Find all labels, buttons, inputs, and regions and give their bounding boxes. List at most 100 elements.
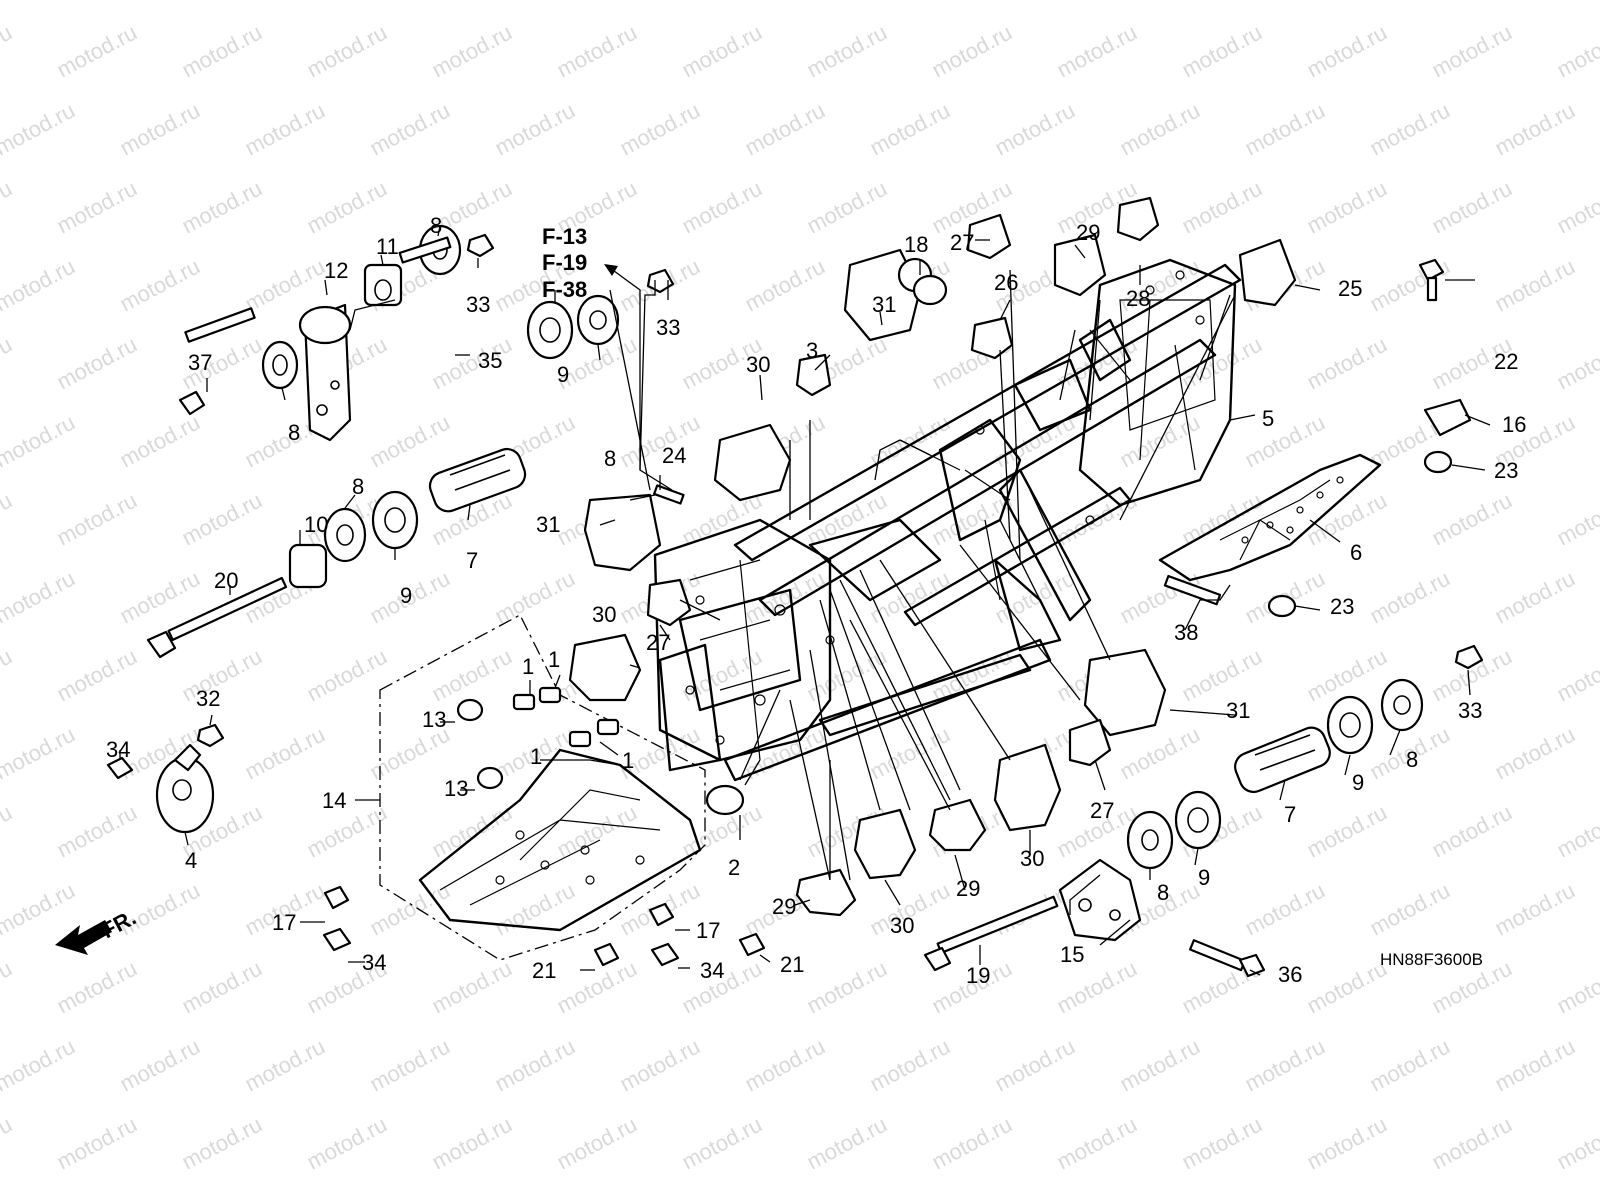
nut-33-top [466,233,495,258]
callout-c33c: 33 [1458,698,1482,723]
callout-c36: 36 [1278,962,1302,987]
callout-c8d: 8 [430,213,442,238]
callout-c34b: 34 [362,950,386,975]
watermark-text: motod.ru [428,1112,516,1175]
watermark-text: motod.ru [866,1034,954,1097]
reference-list: F-13 F-19 F-38 [542,224,587,302]
callout-c28: 28 [1126,286,1150,311]
callout-c33a: 33 [466,292,490,317]
watermark-text: motod.ru [0,176,16,239]
watermark-text: motod.ru [0,254,79,317]
watermark-text: motod.ru [991,98,1079,161]
callout-c3: 3 [806,338,818,363]
callout-c37: 37 [188,350,212,375]
watermark-text: motod.ru [553,956,641,1019]
watermark-text: motod.ru [1303,332,1391,395]
callout-c9c: 9 [1352,770,1364,795]
bracket-15 [1058,858,1142,942]
watermark-text: motod.ru [991,566,1079,629]
watermark-text: motod.ru [241,0,329,4]
watermark-text: motod.ru [428,956,516,1019]
watermark-text: motod.ru [0,800,16,863]
callout-c1d: 1 [622,748,634,773]
watermark-text: motod.ru [803,644,891,707]
watermark-text: motod.ru [1241,0,1329,4]
watermark-text: motod.ru [53,332,141,395]
watermark-text: motod.ru [1366,254,1454,317]
watermark-text: motod.ru [0,956,16,1019]
watermark-text: motod.ru [1178,644,1266,707]
watermark-text: motod.ru [866,722,954,785]
watermark-text: motod.ru [1366,98,1454,161]
watermark-text: motod.ru [0,410,79,473]
callout-c34c: 34 [700,958,724,983]
watermark-text: motod.ru [0,1112,16,1175]
watermark-text: motod.ru [1553,1112,1600,1175]
watermark-text: motod.ru [741,722,829,785]
watermark-text: motod.ru [53,488,141,551]
watermark-text: motod.ru [1178,1112,1266,1175]
collar-7-right [1234,726,1331,794]
watermark-text: motod.ru [1553,20,1600,83]
collar-7-left [428,447,527,513]
watermark-text: motod.ru [491,566,579,629]
watermark-text: motod.ru [178,1112,266,1175]
watermark-text: motod.ru [303,800,391,863]
cap-13-a [456,698,484,722]
watermark-text: motod.ru [0,878,79,941]
grommet-18 [912,274,948,306]
watermark-text: motod.ru [1303,176,1391,239]
callout-c9a: 9 [557,362,569,387]
collar-10 [288,543,328,589]
watermark-text: motod.ru [53,1112,141,1175]
watermark-text: motod.ru [241,254,329,317]
callout-c8c: 8 [352,474,364,499]
bolt-20 [146,576,288,659]
watermark-text: motod.ru [616,0,704,4]
ref-f38: F-38 [542,277,587,302]
cap-13-b [476,766,504,790]
watermark-text: motod.ru [178,488,266,551]
watermark-text: motod.ru [0,488,16,551]
mount-rubber-9-a [526,300,574,360]
callout-c14: 14 [322,788,346,813]
watermark-text: motod.ru [741,566,829,629]
bolt-36 [1188,939,1266,978]
callout-c30b: 30 [592,602,616,627]
watermark-text: motod.ru [53,956,141,1019]
watermark-text: motod.ru [1491,0,1579,4]
watermark-text: motod.ru [1553,644,1600,707]
watermark-text: motod.ru [1116,98,1204,161]
callout-c34a: 34 [106,737,130,762]
watermark-text: motod.ru [866,98,954,161]
watermark-text: motod.ru [1178,488,1266,551]
watermark-text: motod.ru [303,644,391,707]
callout-c12: 12 [324,258,348,283]
watermark-text: motod.ru [491,878,579,941]
callout-c10: 10 [304,512,328,537]
watermark-text: motod.ru [1116,0,1204,4]
watermark-text: motod.ru [1553,176,1600,239]
callout-c18: 18 [904,232,928,257]
callout-c13b: 13 [444,776,468,801]
callout-c8b: 8 [604,446,616,471]
watermark-text: motod.ru [0,566,79,629]
watermark-text: motod.ru [1116,1034,1204,1097]
skid-plate [418,748,702,932]
watermark-text: motod.ru [553,1112,641,1175]
watermark-text: motod.ru [803,20,891,83]
watermark-text: motod.ru [1366,878,1454,941]
mount-rubber-8-c [323,507,367,563]
watermark-text: motod.ru [1178,332,1266,395]
callout-c21a: 21 [532,958,556,983]
watermark-text: motod.ru [1491,566,1579,629]
watermark-text: motod.ru [741,1034,829,1097]
watermark-text: motod.ru [1553,332,1600,395]
bolt-22 [1418,258,1445,302]
watermark-text: motod.ru [116,0,204,4]
watermark-text: motod.ru [1491,254,1579,317]
watermark-text: motod.ru [366,410,454,473]
callout-c8f: 8 [1157,880,1169,905]
watermark-text: motod.ru [428,332,516,395]
